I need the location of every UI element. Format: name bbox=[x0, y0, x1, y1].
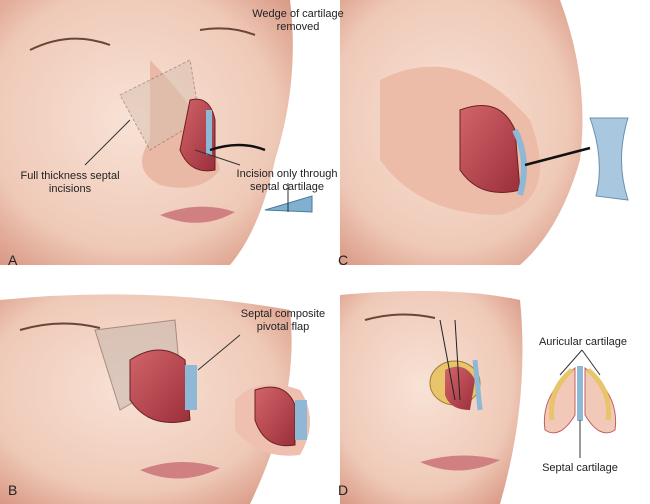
label-incision-only-through-septal-cartilage: Incision only through septal cartilage bbox=[236, 168, 338, 193]
label-septal-cartilage: Septal cartilage bbox=[542, 462, 618, 474]
label-wedge-of-cartilage-removed: Wedge of cartilage removed bbox=[252, 8, 344, 33]
panel-letter-b: B bbox=[8, 482, 18, 498]
arrow-a bbox=[209, 143, 266, 152]
arrow-c bbox=[524, 146, 591, 167]
panel-b-face bbox=[0, 294, 292, 504]
panel-d-face bbox=[340, 291, 523, 504]
leader-full-thickness bbox=[84, 119, 131, 166]
label-full-thickness-septal-incisions: Full thickness septal incisions bbox=[20, 170, 120, 195]
label-septal-composite-pivotal-flap: Septal composite pivotal flap bbox=[240, 308, 326, 333]
label-auricular-cartilage: Auricular cartilage bbox=[538, 336, 628, 348]
panel-letter-c: C bbox=[338, 252, 349, 268]
leader-flap bbox=[197, 334, 241, 371]
panel-c-face bbox=[340, 0, 583, 265]
panel-letter-a: A bbox=[8, 252, 18, 268]
panel-letter-d: D bbox=[338, 482, 349, 498]
auricular-septal-diagram bbox=[543, 349, 617, 458]
leader-incision bbox=[194, 149, 241, 166]
curved-cartilage-graft bbox=[589, 117, 629, 201]
panel-b-inset-nose bbox=[235, 384, 310, 456]
panel-a-face bbox=[0, 0, 293, 265]
